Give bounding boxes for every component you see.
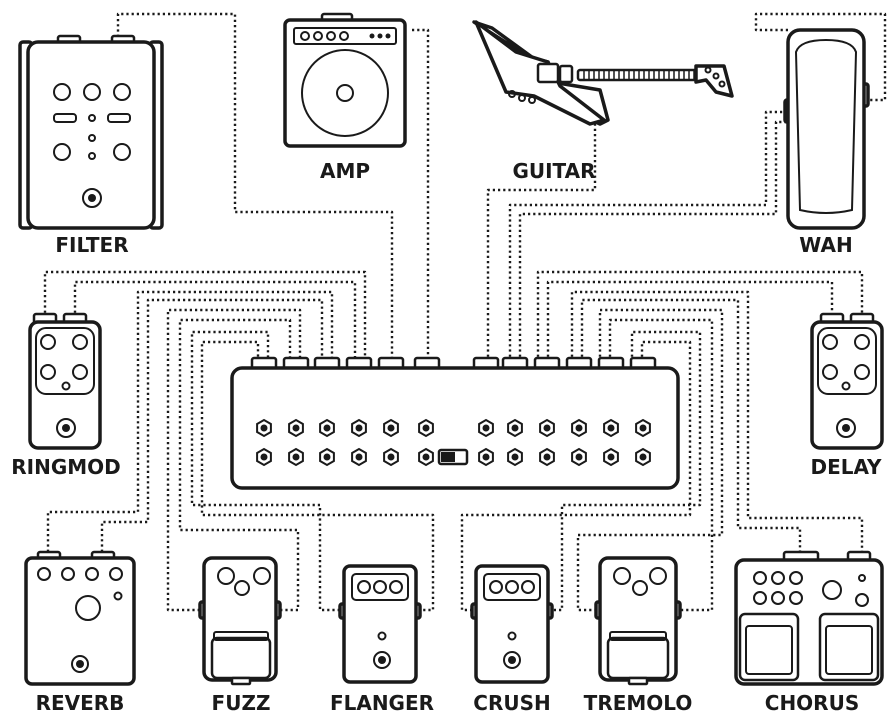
pedal-flanger — [338, 564, 422, 684]
cable-reverb-a — [46, 290, 334, 557]
switcher-jack-hole — [511, 424, 519, 432]
switcher-jack[interactable] — [539, 418, 555, 438]
label-ringmod: RINGMOD — [11, 455, 121, 479]
pedal-filter — [18, 34, 164, 230]
switcher-jack-hole — [292, 453, 300, 461]
switcher-jack-hole — [639, 424, 647, 432]
label-amp: AMP — [320, 159, 370, 183]
patch-switcher — [230, 356, 680, 490]
switcher-jack-hole — [323, 424, 331, 432]
pedal-wah — [783, 28, 870, 230]
pedal-ringmod — [28, 312, 102, 450]
switcher-jack-hole — [543, 453, 551, 461]
switcher-jack[interactable] — [319, 447, 335, 467]
label-wah: WAH — [799, 233, 852, 257]
switcher-jack-hole — [355, 424, 363, 432]
switcher-jack-hole — [575, 453, 583, 461]
switcher-jack[interactable] — [288, 447, 304, 467]
switcher-jack[interactable] — [256, 447, 272, 467]
switcher-jack[interactable] — [418, 418, 434, 438]
cable-wah-b — [518, 120, 790, 362]
cable-wah-c — [754, 12, 887, 102]
switcher-jack-hole — [482, 424, 490, 432]
cable-tremolo-a — [576, 308, 724, 612]
cable-guitar — [486, 120, 597, 362]
cable-chorus-a — [570, 290, 864, 557]
switcher-jack-hole — [607, 453, 615, 461]
cable-ringmod-a — [43, 270, 367, 362]
label-fuzz: FUZZ — [212, 691, 271, 714]
switcher-jack-hole — [422, 453, 430, 461]
cable-ringmod-b — [73, 280, 357, 362]
switcher-jack[interactable] — [635, 447, 651, 467]
switcher-jack[interactable] — [507, 418, 523, 438]
switcher-jack[interactable] — [383, 447, 399, 467]
patch-cables — [43, 12, 887, 612]
switcher-jack[interactable] — [478, 447, 494, 467]
switcher-jack-hole — [482, 453, 490, 461]
cable-crush-b — [460, 340, 692, 612]
switcher-jack[interactable] — [383, 418, 399, 438]
switcher-body — [230, 366, 680, 490]
label-crush: CRUSH — [473, 691, 550, 714]
pedal-fuzz — [198, 556, 282, 686]
switcher-jack[interactable] — [507, 447, 523, 467]
switcher-jack[interactable] — [288, 418, 304, 438]
switcher-jack-hole — [292, 424, 300, 432]
label-tremolo: TREMOLO — [584, 691, 693, 714]
switcher-jack[interactable] — [539, 447, 555, 467]
cable-amp — [412, 28, 430, 362]
pedal-tremolo — [594, 556, 682, 686]
switcher-jack[interactable] — [571, 418, 587, 438]
switcher-jack[interactable] — [478, 418, 494, 438]
pedal-delay — [810, 312, 884, 450]
switcher-jack-hole — [387, 424, 395, 432]
label-reverb: REVERB — [36, 691, 125, 714]
switcher-jack-hole — [575, 424, 583, 432]
switcher-jack-hole — [355, 453, 363, 461]
amp — [283, 12, 407, 148]
label-chorus: CHORUS — [765, 691, 859, 714]
pedal-crush — [470, 564, 554, 684]
switcher-jack-hole — [422, 424, 430, 432]
switcher-jack[interactable] — [603, 447, 619, 467]
switcher-jack[interactable] — [603, 418, 619, 438]
switcher-jack[interactable] — [351, 418, 367, 438]
switcher-jack-hole — [260, 424, 268, 432]
switcher-jack-hole — [607, 424, 615, 432]
cable-crush-a — [548, 330, 702, 612]
cable-fuzz-b — [178, 318, 300, 612]
switcher-jack[interactable] — [571, 447, 587, 467]
switcher-jack[interactable] — [635, 418, 651, 438]
switcher-jack[interactable] — [351, 447, 367, 467]
label-flanger: FLANGER — [330, 691, 434, 714]
switcher-jack-hole — [323, 453, 331, 461]
guitar — [472, 20, 734, 126]
cable-wah-a — [508, 110, 790, 362]
pedal-chorus — [734, 550, 884, 686]
label-guitar: GUITAR — [512, 159, 595, 183]
switcher-jack-hole — [511, 453, 519, 461]
label-filter: FILTER — [55, 233, 128, 257]
pedal-reverb — [24, 550, 136, 686]
cable-tremolo-b — [608, 318, 714, 612]
switcher-jack[interactable] — [256, 418, 272, 438]
label-delay: DELAY — [810, 455, 882, 479]
switcher-jack-hole — [639, 453, 647, 461]
switcher-jack-hole — [260, 453, 268, 461]
cable-delay-a — [536, 270, 864, 362]
switcher-jack[interactable] — [319, 418, 335, 438]
switcher-jack-hole — [543, 424, 551, 432]
switcher-jack-hole — [387, 453, 395, 461]
bypass-switch[interactable] — [437, 448, 469, 466]
switcher-jack-rows — [256, 418, 651, 467]
cable-delay-b — [546, 280, 834, 362]
switcher-jack[interactable] — [418, 447, 434, 467]
